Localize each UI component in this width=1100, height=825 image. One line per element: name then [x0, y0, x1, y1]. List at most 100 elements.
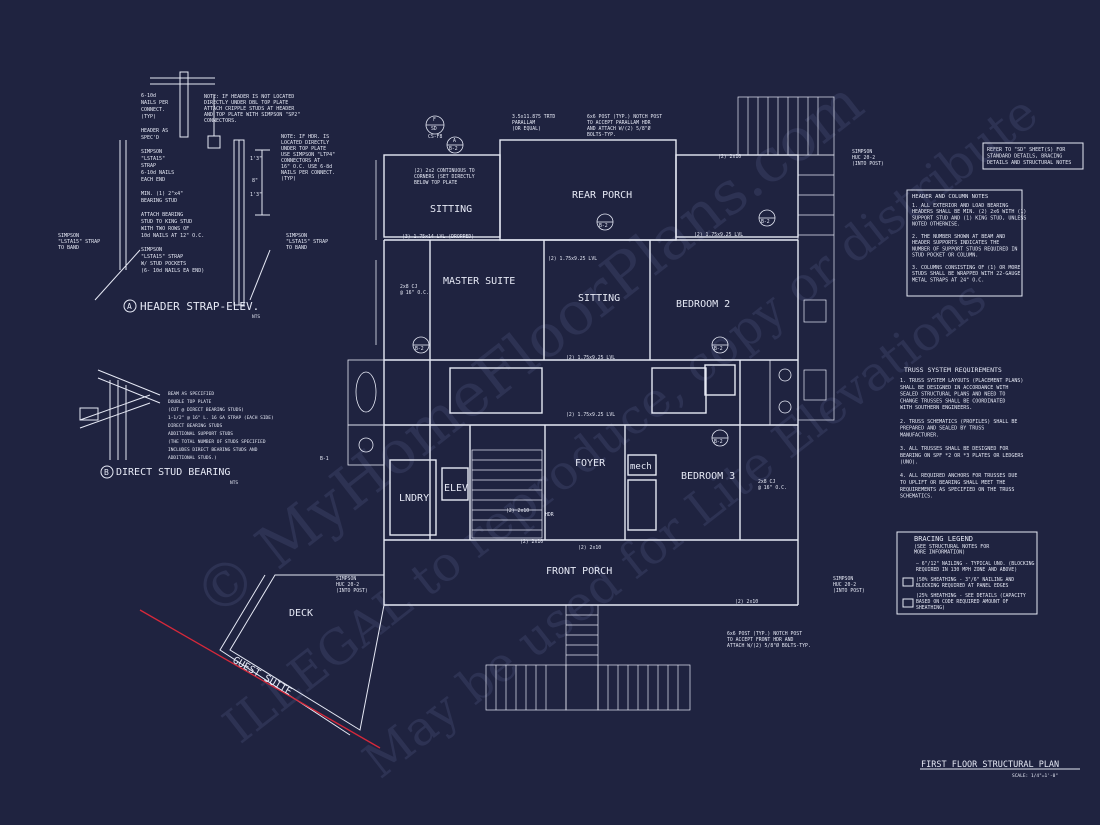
truss-note-line: 4. ALL REQUIRED ANCHORS FOR TRUSSES DUE [900, 473, 1017, 479]
detail-a-label-line: STRAP [141, 163, 156, 169]
truss-note-line: SHALL BE DESIGNED IN ACCORDANCE WITH [900, 385, 1008, 391]
refer-box [982, 142, 1084, 170]
callout-simpson-se-line: SIMPSON [833, 576, 853, 582]
beam-label-7: (2) 2x10 [520, 539, 543, 545]
detail-a-label-line: SPEC'D [141, 135, 159, 141]
detail-a-label-line: NAILS PER [141, 100, 169, 106]
room-foyer: FOYER [575, 458, 606, 469]
room-elev: ELEV [444, 483, 468, 494]
callout-simpson-nw-line: (INTO POST) [852, 161, 884, 167]
room-front-porch: FRONT PORCH [546, 566, 612, 577]
bracing-item-text: (50% SHEATHING - 3"/6" NAILING AND [916, 577, 1014, 583]
bracing-sub-line: MORE INFORMATION) [914, 550, 965, 556]
bracing-tag-west: B-1 [320, 456, 329, 462]
refer-note-line: STANDARD DETAILS, BRACING [987, 154, 1062, 160]
callout-2x2-line: (2) 2x2 CONTINUOUS TO [414, 168, 475, 174]
callout-bottom-post-line: TO ACCEPT FRONT HDR AND [727, 637, 794, 643]
header-note-line: NUMBER OF SUPPORT STUDS REQUIRED IN [912, 246, 1017, 252]
truss-note-line: 3. ALL TRUSSES SHALL BE DESIGNED FOR [900, 446, 1009, 452]
callout-simpson-nw-line: SIMPSON [852, 149, 872, 155]
front-stairs [485, 604, 691, 711]
detail-b-note-line: ADDITIONAL SUPPORT STUDS [168, 431, 233, 437]
detail-a-label-line: 10d NAILS AT 12" O.C. [141, 233, 204, 239]
east-fixtures [769, 359, 799, 426]
bracing-item-text: BASED ON CODE REQUIRED AMOUNT OF [916, 599, 1009, 605]
detail-a-drawing [94, 71, 271, 306]
callout-2x2-line: CORNERS (SET DIRECTLY [414, 174, 475, 180]
detail-a-simpson-left-line: TO BAND [58, 245, 79, 251]
sheet-title: FIRST FLOOR STRUCTURAL PLAN [921, 760, 1059, 770]
header-note-line: STUD POCKET OR COLUMN. [912, 253, 978, 259]
section-tag-4: B-2 [415, 346, 424, 352]
callout-bottom-post-line: 6x6 POST (TYP.) NOTCH POST [727, 631, 802, 637]
detail-a-label-line: ATTACH BEARING [141, 212, 183, 218]
beam-label-6: (2) 2x10 [718, 154, 741, 160]
beam-label-9: (2) 2x10 [735, 599, 758, 605]
section-tag-6: B-2 [714, 439, 723, 445]
refer-note-line: REFER TO "SD" SHEET(S) FOR [987, 147, 1066, 153]
room-sitting-mid: SITTING [578, 293, 620, 304]
detail-a-label-line: W/ STUD POCKETS [141, 261, 186, 267]
detail-a-simpson-left-line: SIMPSON [58, 233, 79, 239]
callout-top-beam-line: (OR EQUAL) [512, 126, 541, 132]
interior-stairs [471, 449, 543, 539]
section-marks [412, 115, 776, 447]
detail-a-note-line: DIRECTLY UNDER DBL TOP PLATE [204, 100, 288, 106]
callout-top-post-line: AND ATTACH W/(2) 5/8"Ø [587, 125, 651, 132]
header-note-line: 1. ALL EXTERIOR AND LOAD BEARING [912, 203, 1008, 209]
callout-top-beam-line: PARALLAM [512, 120, 535, 126]
detail-a-note-line: ATTACH CRIPPLE STUDS AT HEADER [204, 106, 295, 112]
bracing-legend-box [896, 531, 1038, 615]
detail-a-note2-line: USE SIMPSON "LTP4" [281, 152, 335, 158]
dim-2: 8" [252, 178, 258, 184]
property-line [139, 609, 381, 749]
section-tag-1: B-2 [449, 146, 458, 152]
section-tag-2: B-2 [599, 223, 608, 229]
west-fixtures [347, 160, 385, 466]
room-rear-porch: REAR PORCH [572, 190, 632, 201]
detail-a-tag: A [127, 302, 132, 311]
bracing-b1-symbol [902, 577, 914, 587]
detail-b-note-line: DIRECT BEARING STUDS [168, 423, 222, 429]
detail-a-label-line: HEADER AS [141, 128, 168, 134]
detail-b-drawing [79, 369, 161, 460]
cj-label-4: @ 16" O.C. [758, 485, 787, 491]
truss-note-line: MANUFACTURER. [900, 432, 939, 438]
cj-label-3: 2x8 CJ [758, 479, 775, 485]
refer-note-line: DETAILS AND STRUCTURAL NOTES [987, 160, 1071, 166]
truss-note-line: 2. TRUSS SCHEMATICS (PROFILES) SHALL BE [900, 419, 1017, 425]
detail-a-label-line: (6- 10d NAILS EA END) [141, 268, 204, 274]
detail-a-note-line: NOTE: IF HEADER IS NOT LOCATED [204, 94, 294, 100]
detail-a-note2-line: CONNECTORS AT [281, 158, 320, 164]
bracing-item-text: REQUIRED IN 130 MPH ZONE AND ABOVE) [916, 567, 1017, 573]
detail-b-scale: NTS [230, 480, 238, 486]
detail-a-simpson-right-line: TO BAND [286, 245, 307, 251]
dim-3: 1'3" [250, 192, 262, 198]
beam-label-5: (2) 1.75x9.25 LVL [566, 412, 615, 418]
beam-label-8: (2) 2x10 [578, 545, 601, 551]
detail-a-note2-line: NAILS PER CONNECT. [281, 170, 335, 176]
detail-a-simpson-left-line: "LSTA15" STRAP [58, 239, 100, 245]
callout-simpson-sw-line: SIMPSON [336, 576, 356, 582]
callout-2x2-line: BELOW TOP PLATE [414, 180, 457, 186]
truss-note-line: WITH SOUTHERN ENGINEERS. [900, 405, 972, 411]
cj-label-1: 2x8 CJ [400, 284, 417, 290]
truss-note-line: SCHEMATICS. [900, 494, 933, 500]
header-note-line: HEADERS SHALL BE MIN. (2) 2x6 WITH (1) [912, 209, 1026, 215]
cs-tag-ref: CS-F8 [428, 134, 443, 140]
truss-note-line: 1. TRUSS SYSTEM LAYOUTS (PLACEMENT PLANS… [900, 378, 1023, 384]
cs-tag-sd: SD [431, 126, 437, 132]
header-note-line: NOTED OTHERWISE. [912, 222, 960, 228]
room-lndry: LNDRY [399, 493, 429, 504]
sheet-scale: SCALE: 1/4"=1'-0" [1012, 773, 1058, 779]
deck-outline [219, 574, 385, 736]
truss-note-line: PREPARED AND SEALED BY TRUSS [900, 426, 984, 432]
detail-b-title: DIRECT STUD BEARING [116, 467, 230, 478]
detail-b-note-line: (CUT @ DIRECT BEARING STUDS) [168, 407, 244, 413]
section-tag-5: B-2 [714, 346, 723, 352]
callout-simpson-nw-line: HUC 20-2 [852, 155, 875, 161]
detail-a-note2-line: UNDER TOP PLATE [281, 146, 326, 152]
